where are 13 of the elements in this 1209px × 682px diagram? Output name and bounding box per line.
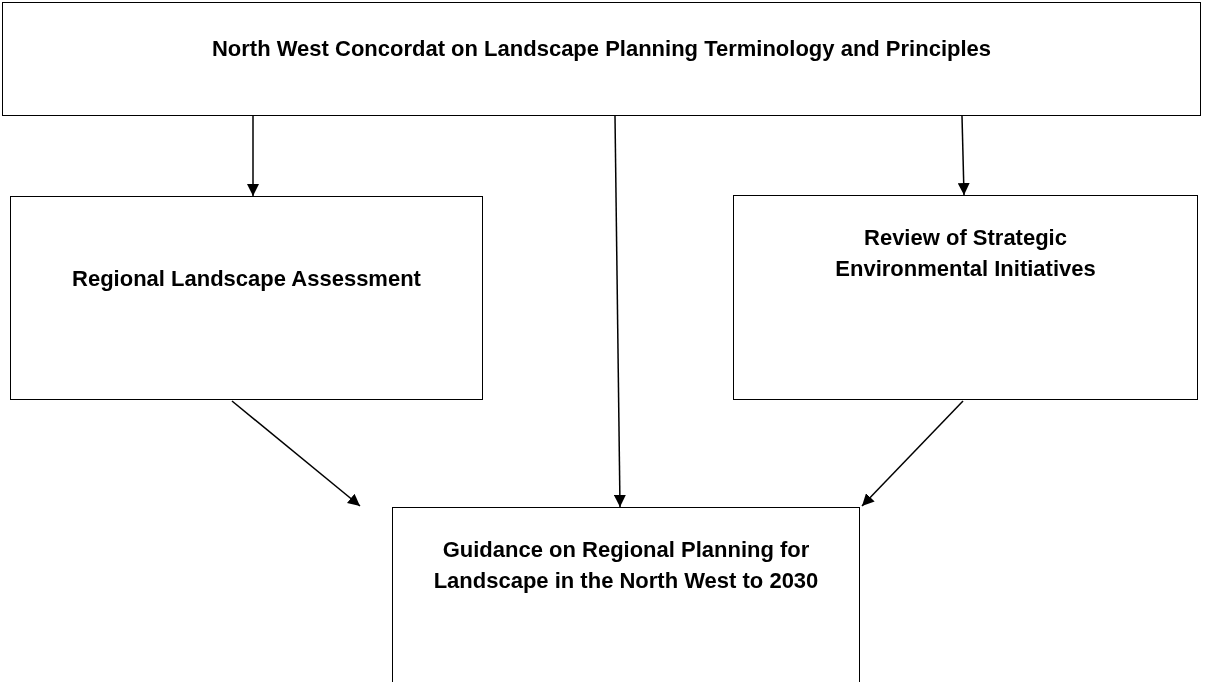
arrow (861, 400, 964, 507)
process-box (392, 507, 860, 682)
process-box (2, 2, 1201, 116)
process-box (733, 195, 1198, 400)
arrow (957, 115, 970, 196)
box-label: Review of Strategic Environmental Initiatives (834, 224, 1097, 283)
box-label: Regional Landscape Assessment (72, 264, 421, 293)
box-label: North West Concordat on Landscape Planning Terminology and Principles (211, 35, 992, 63)
arrow (613, 115, 626, 508)
arrow (247, 115, 259, 197)
process-box (10, 196, 483, 400)
arrow (231, 400, 361, 507)
box-label: Guidance on Regional Planning for Landscape in the North West to 2030 (432, 536, 820, 595)
